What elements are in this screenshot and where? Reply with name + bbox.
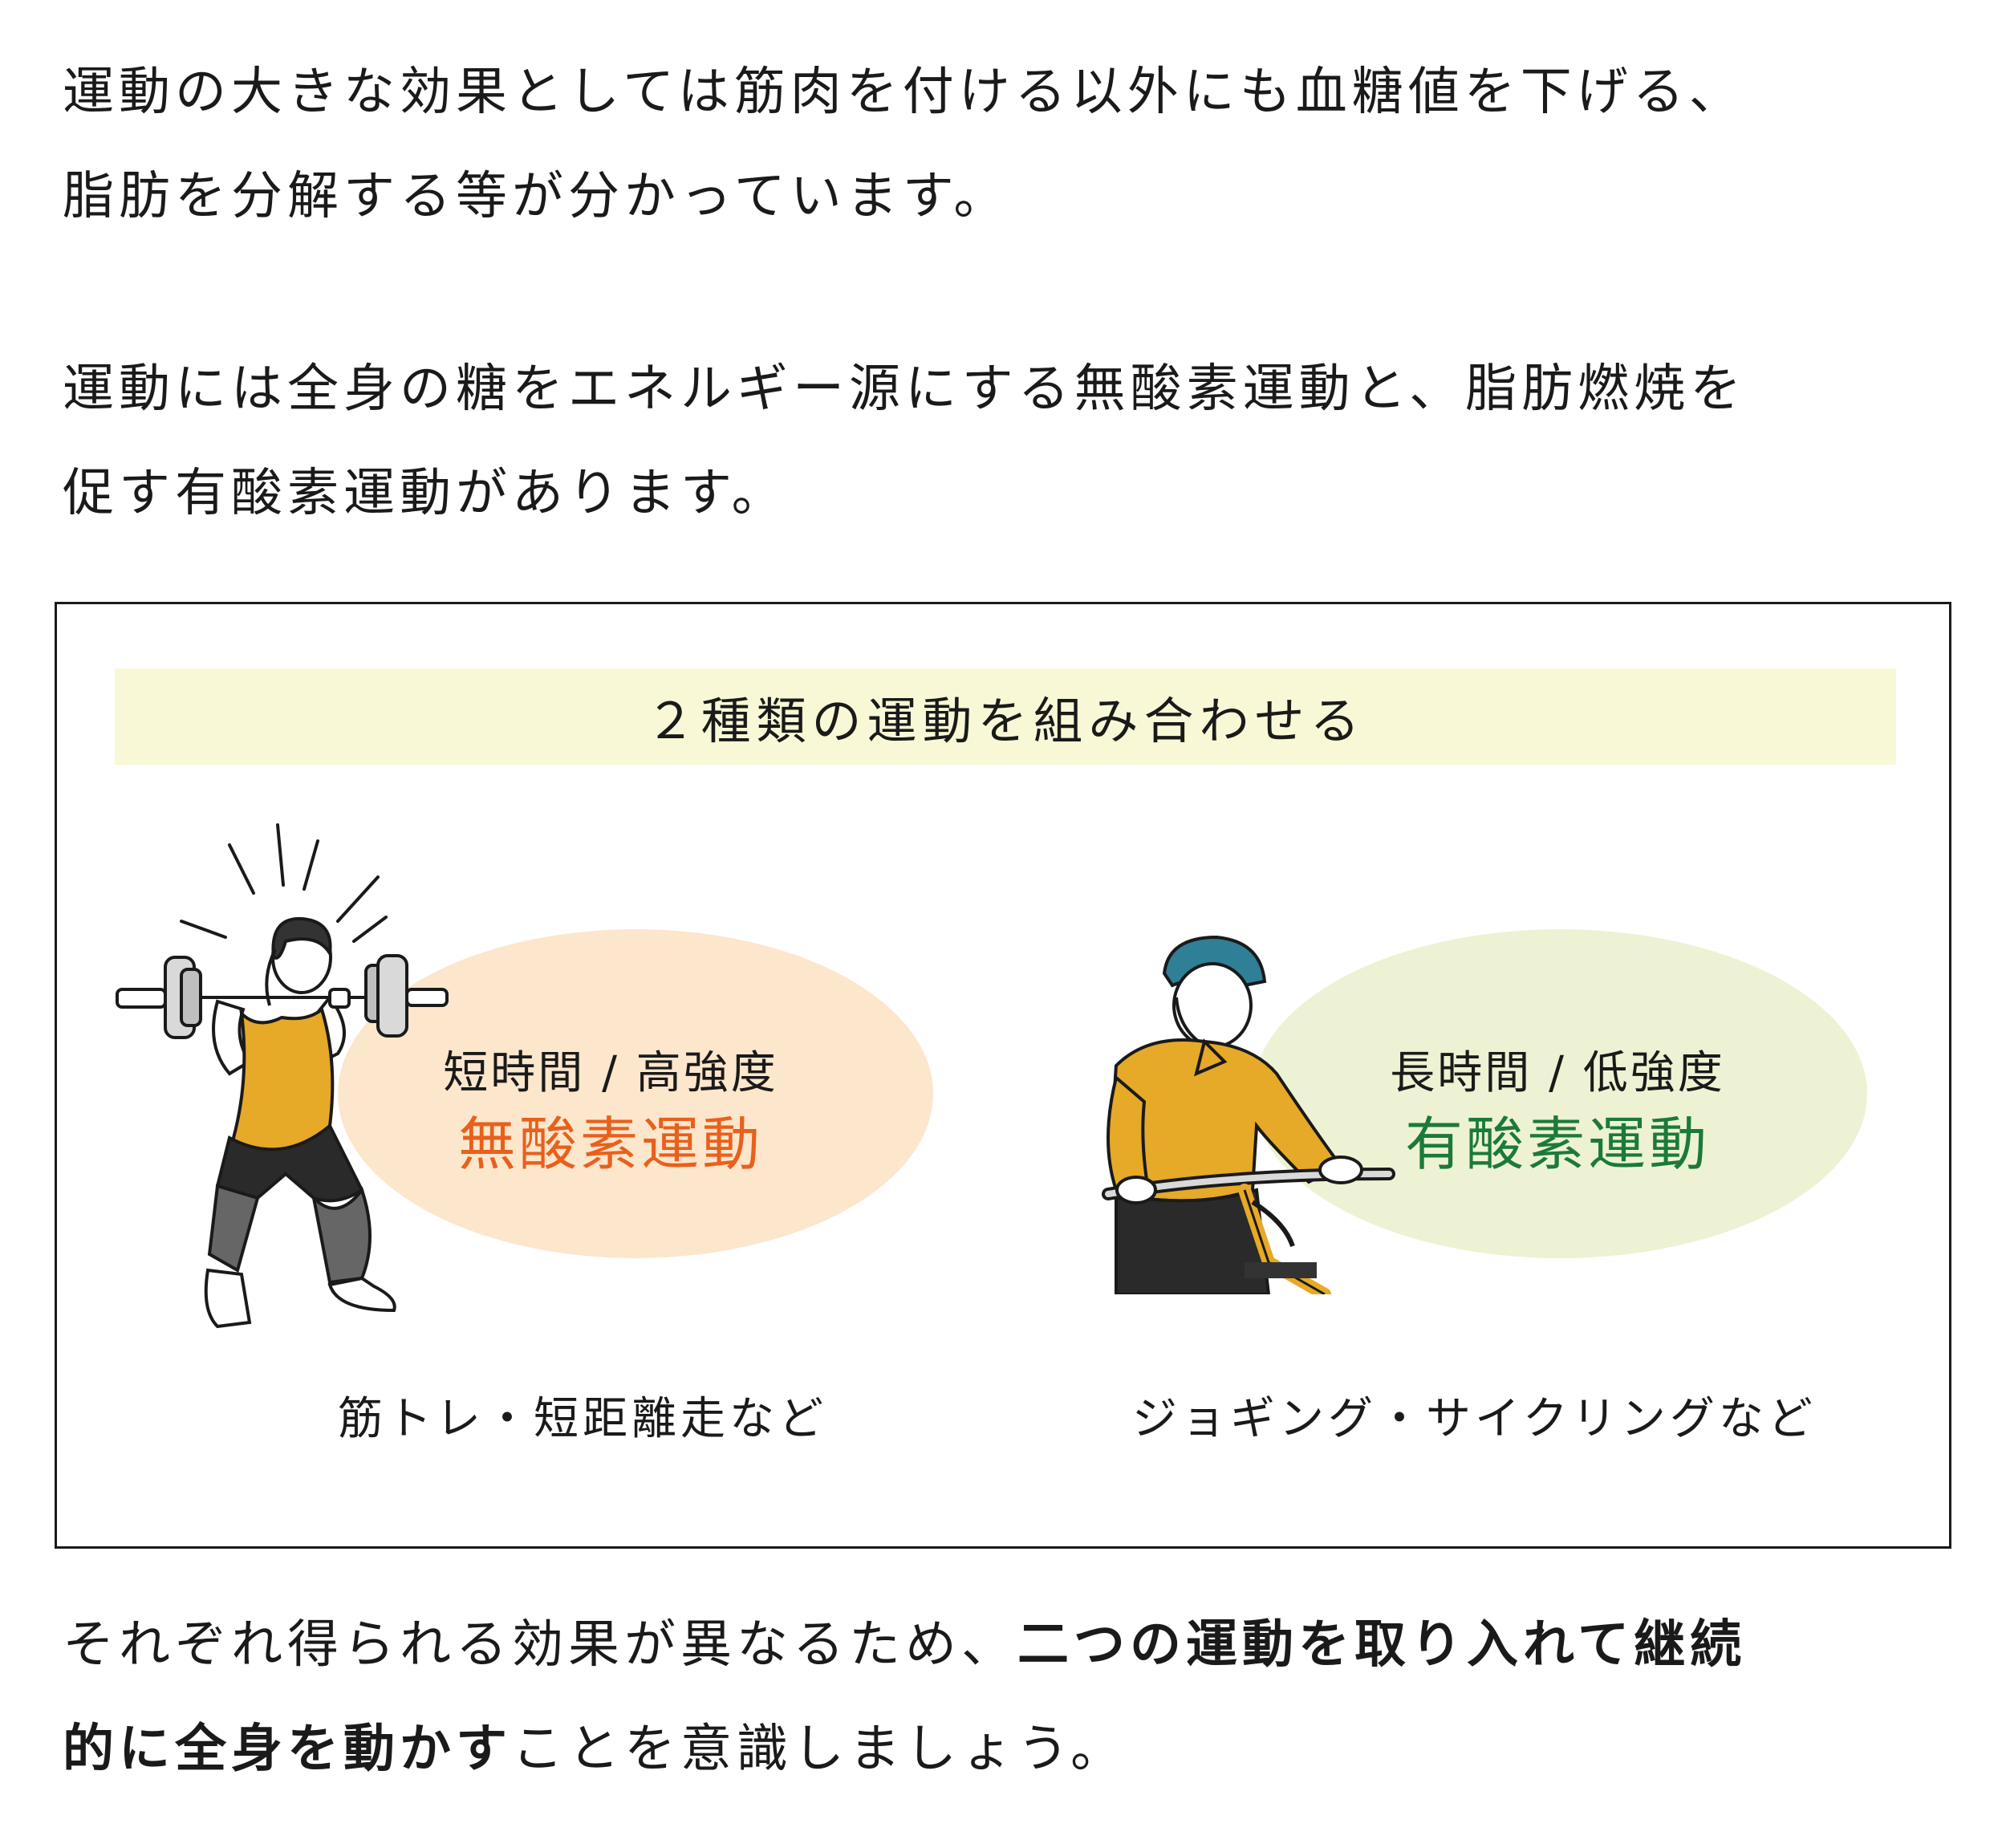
anaerobic-subtitle: 短時間 / 高強度 bbox=[443, 1047, 778, 1099]
conclusion-line-2-plain: ことを意識しましょう。 bbox=[512, 1720, 1127, 1779]
anaerobic-ellipse bbox=[338, 929, 933, 1258]
intro-line-1: 運動の大きな効果としては筋肉を付ける以外にも血糖値を下げる、 bbox=[63, 63, 1745, 122]
conclusion-line-1-plain: それぞれ得られる効果が異なるため、 bbox=[63, 1615, 1017, 1675]
aerobic-title: 有酸素運動 bbox=[1404, 1111, 1710, 1178]
types-line-1: 運動には全身の糖をエネルギー源にする無酸素運動と、脂肪燃焼を bbox=[63, 359, 1747, 419]
weightlifter-illustration bbox=[116, 823, 449, 1329]
box-header: ２種類の運動を組み合わせる bbox=[115, 668, 1896, 765]
conclusion-line-1: それぞれ得られる効果が異なるため、二つの運動を取り入れて継続 bbox=[63, 1593, 1972, 1697]
aerobic-examples: ジョギング・サイクリングなど bbox=[1132, 1393, 1817, 1445]
aerobic-label-group: 長時間 / 低強度 有酸素運動 bbox=[1317, 1042, 1798, 1183]
anaerobic-title: 無酸素運動 bbox=[457, 1111, 763, 1178]
conclusion-paragraph: それぞれ得られる効果が異なるため、二つの運動を取り入れて継続 的に全身を動かすこ… bbox=[63, 1593, 1972, 1801]
aerobic-ellipse bbox=[1253, 929, 1867, 1258]
conclusion-line-2-bold: 的に全身を動かす bbox=[63, 1720, 512, 1779]
intro-paragraph: 運動の大きな効果としては筋肉を付ける以外にも血糖値を下げる、 脂肪を分解する等が… bbox=[63, 40, 1972, 249]
conclusion-line-2: 的に全身を動かすことを意識しましょう。 bbox=[63, 1697, 1972, 1801]
anaerobic-examples: 筋トレ・短距離走など bbox=[338, 1393, 827, 1445]
intro-line-2: 脂肪を分解する等が分かっています。 bbox=[63, 167, 1010, 226]
types-line-2: 促す有酸素運動があります。 bbox=[63, 464, 788, 523]
exercise-comparison-box: ２種類の運動を組み合わせる bbox=[55, 602, 1951, 1549]
aerobic-subtitle: 長時間 / 低強度 bbox=[1390, 1047, 1725, 1099]
conclusion-line-1-bold: 二つの運動を取り入れて継続 bbox=[1017, 1615, 1747, 1675]
exercise-types-paragraph: 運動には全身の糖をエネルギー源にする無酸素運動と、脂肪燃焼を 促す有酸素運動があ… bbox=[63, 337, 1972, 546]
anaerobic-label-group: 短時間 / 高強度 無酸素運動 bbox=[370, 1042, 851, 1183]
cyclist-illustration bbox=[1102, 935, 1395, 1294]
